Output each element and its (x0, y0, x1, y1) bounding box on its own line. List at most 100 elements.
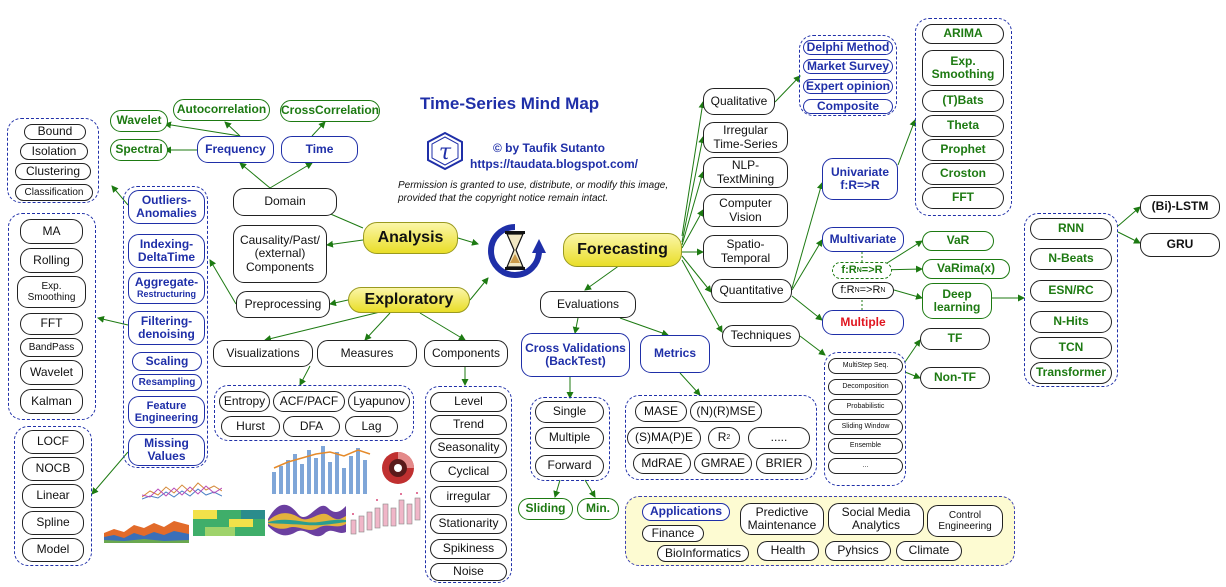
wavelet-filter-node[interactable]: Wavelet (20, 360, 83, 385)
kalman-node[interactable]: Kalman (20, 389, 83, 414)
blog-url[interactable]: https://taudata.blogspot.com/ (470, 157, 638, 171)
spatio-temporal-node[interactable]: Spatio- Temporal (703, 235, 788, 268)
esn-node[interactable]: ESN/RC (1030, 280, 1112, 302)
bound-node[interactable]: Bound (24, 124, 86, 140)
fft-filter-node[interactable]: FFT (20, 313, 83, 335)
nbeats-node[interactable]: N-Beats (1030, 248, 1112, 270)
resampling-node[interactable]: Resampling (132, 374, 202, 391)
missing-values-node[interactable]: Missing Values (128, 434, 205, 466)
entropy-node[interactable]: Entropy (219, 391, 270, 412)
tbats-node[interactable]: (T)Bats (922, 90, 1004, 112)
more-metrics-node[interactable]: ..... (748, 427, 810, 449)
bilstm-node[interactable]: (Bi)-LSTM (1140, 195, 1220, 219)
multivariate-node[interactable]: Multivariate (822, 227, 904, 252)
spikiness-node[interactable]: Spikiness (430, 539, 507, 559)
brier-node[interactable]: BRIER (756, 453, 812, 474)
clustering-node[interactable]: Clustering (15, 163, 91, 180)
autocorrelation-node[interactable]: Autocorrelation (173, 99, 270, 121)
analysis-node[interactable]: Analysis (363, 222, 458, 254)
mdrae-node[interactable]: MdRAE (633, 453, 691, 474)
scaling-node[interactable]: Scaling (132, 352, 202, 371)
tcn-node[interactable]: TCN (1030, 337, 1112, 359)
social-media-node[interactable]: Social Media Analytics (828, 503, 924, 535)
computer-vision-node[interactable]: Computer Vision (703, 194, 788, 227)
single-cv-node[interactable]: Single (535, 401, 604, 423)
tf-node[interactable]: TF (920, 328, 990, 350)
dfa-node[interactable]: DFA (283, 416, 340, 437)
outliers-node[interactable]: Outliers- Anomalies (128, 190, 205, 224)
techniques-node[interactable]: Techniques (722, 325, 800, 347)
feature-engineering-node[interactable]: Feature Engineering (128, 396, 205, 428)
gru-node[interactable]: GRU (1140, 233, 1220, 257)
physics-node[interactable]: Pyhsics (825, 541, 891, 561)
filtering-node[interactable]: Filtering- denoising (128, 311, 205, 345)
control-engineering-node[interactable]: Control Engineering (927, 505, 1003, 537)
metrics-node[interactable]: Metrics (640, 335, 710, 373)
theta-node[interactable]: Theta (922, 115, 1004, 137)
frequency-node[interactable]: Frequency (197, 136, 274, 163)
predictive-maintenance-node[interactable]: Predictive Maintenance (740, 503, 824, 535)
ensemble-node[interactable]: Ensemble (828, 438, 903, 454)
multistep-node[interactable]: MultiStep Seq. (828, 358, 903, 374)
univariate-node[interactable]: Univariate f:R=>R (822, 158, 898, 200)
more-techniques-node[interactable]: ... (828, 458, 903, 474)
expert-opinion-node[interactable]: Expert opinion (803, 79, 893, 94)
spectral-node[interactable]: Spectral (110, 139, 168, 161)
sliding-node[interactable]: Sliding (518, 498, 573, 520)
prophet-node[interactable]: Prophet (922, 139, 1004, 161)
trend-node[interactable]: Trend (430, 415, 507, 435)
delphi-node[interactable]: Delphi Method (803, 40, 893, 55)
climate-node[interactable]: Climate (896, 541, 962, 561)
non-tf-node[interactable]: Non-TF (920, 367, 990, 389)
measures-node[interactable]: Measures (317, 340, 417, 367)
level-node[interactable]: Level (430, 392, 507, 412)
aggregate-node[interactable]: Aggregate- Restructuring (128, 272, 205, 304)
acf-pacf-node[interactable]: ACF/PACF (273, 391, 345, 412)
hurst-node[interactable]: Hurst (221, 416, 280, 437)
irregular-node[interactable]: irregular (430, 486, 507, 507)
cross-validations-node[interactable]: Cross Validations (BackTest) (521, 333, 630, 377)
varima-node[interactable]: VaRima(x) (922, 259, 1010, 279)
ma-node[interactable]: MA (20, 219, 83, 244)
decomposition-node[interactable]: Decomposition (828, 379, 903, 395)
crosscorrelation-node[interactable]: CrossCorrelation (280, 100, 380, 122)
composite-node[interactable]: Composite (803, 99, 893, 114)
multiple-cv-node[interactable]: Multiple (535, 427, 604, 449)
nrmse-node[interactable]: (N)(R)MSE (690, 401, 762, 422)
bandpass-node[interactable]: BandPass (20, 338, 83, 357)
deep-learning-node[interactable]: Deep learning (922, 283, 992, 319)
model-node[interactable]: Model (22, 538, 84, 562)
probabilistic-node[interactable]: Probabilistic (828, 399, 903, 415)
time-node[interactable]: Time (281, 136, 358, 163)
seasonality-node[interactable]: Seasonality (430, 438, 507, 458)
visualizations-node[interactable]: Visualizations (213, 340, 313, 367)
croston-node[interactable]: Croston (922, 163, 1004, 185)
domain-node[interactable]: Domain (233, 188, 337, 216)
isolation-node[interactable]: Isolation (20, 143, 88, 160)
rnn-node[interactable]: RNN (1030, 218, 1112, 240)
transformer-node[interactable]: Transformer (1030, 362, 1112, 384)
stationarity-node[interactable]: Stationarity (430, 514, 507, 534)
components-node[interactable]: Components (424, 340, 508, 367)
sliding-window-node[interactable]: Sliding Window (828, 419, 903, 435)
rolling-node[interactable]: Rolling (20, 248, 83, 273)
quantitative-node[interactable]: Quantitative (711, 279, 792, 303)
classification-node[interactable]: Classification (15, 184, 93, 201)
locf-node[interactable]: LOCF (22, 430, 84, 454)
linear-node[interactable]: Linear (22, 484, 84, 508)
lag-node[interactable]: Lag (345, 416, 398, 437)
cyclical-node[interactable]: Cyclical (430, 461, 507, 482)
exp-smoothing-model-node[interactable]: Exp. Smoothing (922, 50, 1004, 86)
finance-node[interactable]: Finance (642, 525, 704, 542)
health-node[interactable]: Health (757, 541, 819, 561)
exploratory-node[interactable]: Exploratory (348, 287, 470, 313)
min-node[interactable]: Min. (577, 498, 619, 520)
noise-node[interactable]: Noise (430, 563, 507, 581)
fft-model-node[interactable]: FFT (922, 187, 1004, 209)
nlp-node[interactable]: NLP- TextMining (703, 157, 788, 188)
wavelet-node[interactable]: Wavelet (110, 110, 168, 132)
mase-node[interactable]: MASE (635, 401, 687, 422)
nocb-node[interactable]: NOCB (22, 457, 84, 481)
arima-node[interactable]: ARIMA (922, 24, 1004, 44)
